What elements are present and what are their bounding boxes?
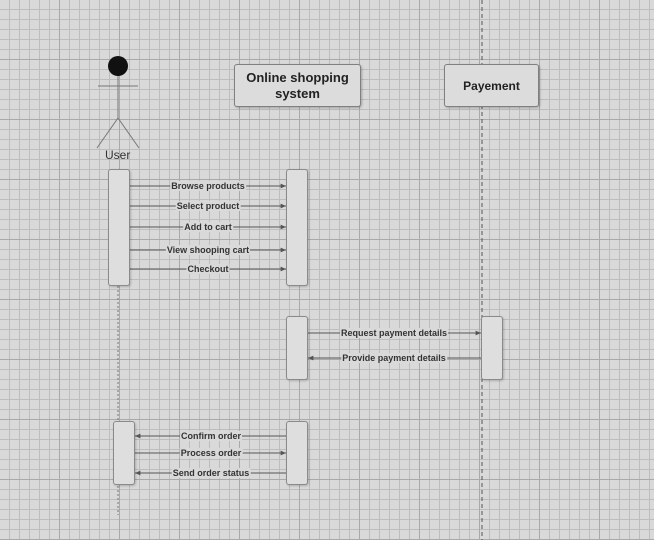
user-activation-bar[interactable] [108,169,130,286]
message-label: Checkout [186,264,230,274]
message-label: Browse products [170,181,246,191]
payment-box[interactable]: Payement [444,64,539,107]
message-label: View shooping cart [165,245,251,255]
payment-activation-bar[interactable] [481,316,503,380]
user-activation-bar[interactable] [113,421,135,485]
message-label: Process order [179,448,243,458]
message-label: Request payment details [339,328,449,338]
user-actor-figure [96,56,140,149]
message-label: Provide payment details [341,353,447,363]
message-label: Add to cart [183,222,233,232]
message-label: Select product [175,201,241,211]
message-label: Send order status [171,468,251,478]
user-actor-label: User [105,148,131,162]
shop-activation-bar[interactable] [286,169,308,286]
payment-label: Payement [463,78,520,93]
message-label: Confirm order [179,431,243,441]
online-shopping-system-box[interactable]: Online shopping system [234,64,361,107]
shop-activation-bar[interactable] [286,316,308,380]
shop-activation-bar[interactable] [286,421,308,485]
online-shopping-system-label: Online shopping system [246,69,349,101]
